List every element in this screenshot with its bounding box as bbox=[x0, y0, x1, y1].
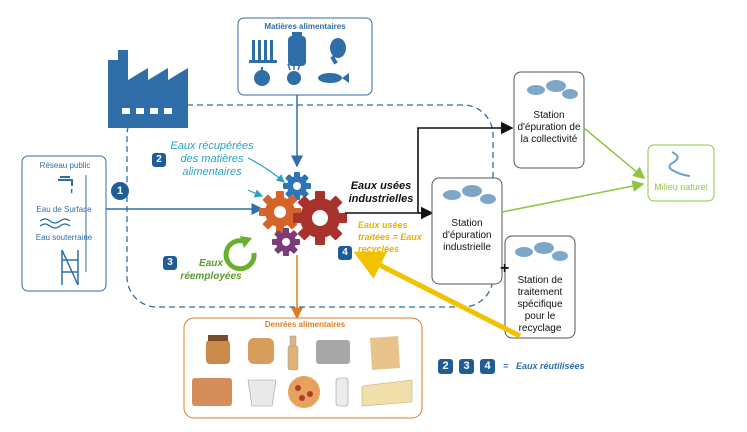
outputs-title: Denrées alimentaires bbox=[264, 320, 346, 329]
bottle-icon bbox=[287, 335, 299, 371]
flow-reused-label: Eaux réemployées bbox=[180, 258, 242, 282]
tin-can-icon bbox=[248, 338, 274, 364]
treatment-plant-icon bbox=[527, 80, 578, 99]
badge-3 bbox=[163, 256, 177, 270]
apple-icon bbox=[254, 67, 270, 86]
station-specific-label: Station de traitement spécifique pour le… bbox=[517, 275, 563, 334]
legend-badges bbox=[438, 359, 495, 374]
gear-icon bbox=[259, 172, 347, 256]
industrial-to-nature-arrow bbox=[501, 180, 645, 213]
wave-icon bbox=[39, 218, 71, 229]
tap-icon bbox=[58, 176, 73, 194]
jar-icon bbox=[206, 335, 230, 364]
badge-1 bbox=[111, 182, 129, 200]
recycle-arrow-icon bbox=[223, 236, 257, 272]
recovered-arrow-2 bbox=[247, 189, 264, 198]
collectivity-to-nature-arrow bbox=[583, 127, 646, 179]
flow-wastewater-label: Eaux usées industrielles bbox=[348, 180, 414, 205]
badge-4 bbox=[338, 246, 352, 260]
legend-badge-4: 4 bbox=[484, 360, 491, 372]
station-collectivity-label: Station d'épuration de la collectivité bbox=[517, 110, 581, 145]
badge-2-number: 2 bbox=[156, 154, 162, 165]
station-industrial-box bbox=[431, 177, 503, 285]
frozen-meal-icon bbox=[316, 340, 350, 364]
water-bottle-icon bbox=[335, 377, 349, 407]
legend-badge-3: 3 bbox=[463, 360, 470, 372]
flow-treated-label: Eaux usées traitées = Eaux recyclées bbox=[358, 220, 422, 254]
wheat-icon bbox=[249, 40, 277, 63]
source-title: Réseau public bbox=[39, 161, 91, 170]
recycled-arrow bbox=[353, 251, 522, 339]
pizza-icon bbox=[288, 376, 320, 408]
fish-icon bbox=[318, 73, 349, 83]
source-item-ground: Eau souterraine bbox=[35, 233, 93, 242]
factory-icon bbox=[108, 50, 188, 128]
cheese-icon bbox=[361, 379, 413, 407]
treatment-plant-icon-industrial bbox=[443, 185, 496, 204]
legend-text: Eaux réutilisées bbox=[516, 361, 585, 371]
badge-2 bbox=[152, 153, 166, 167]
water-tower-icon bbox=[61, 249, 79, 286]
drumstick-icon bbox=[330, 38, 346, 65]
tray-icon bbox=[192, 378, 232, 406]
vegetable-icon bbox=[287, 63, 301, 85]
station-specific-box bbox=[504, 235, 576, 339]
milk-bottle-icon bbox=[288, 32, 306, 66]
legend-badge-2: 2 bbox=[442, 360, 449, 372]
treatment-plant-icon-specific bbox=[515, 242, 568, 261]
plus-sign: + bbox=[500, 260, 510, 277]
river-icon bbox=[668, 151, 691, 177]
yogurt-icon bbox=[247, 379, 277, 407]
recovered-arrow bbox=[247, 157, 285, 183]
legend-equals: = bbox=[503, 361, 509, 371]
station-industrial-label: Station d'épuration industrielle bbox=[442, 218, 492, 253]
flow-recovered-label: Eaux récupérées des matières alimentaire… bbox=[170, 140, 254, 178]
source-item-surface: Eau de Surface bbox=[36, 205, 92, 214]
chips-bag-icon bbox=[370, 336, 400, 370]
natural-environment-label: Milieu naturel bbox=[654, 182, 708, 192]
badge-3-number: 3 bbox=[167, 257, 173, 268]
badge-1-number: 1 bbox=[116, 185, 124, 197]
badge-4-number: 4 bbox=[342, 247, 348, 258]
wastewater-line bbox=[345, 121, 514, 214]
inputs-title: Matières alimentaires bbox=[264, 22, 346, 31]
